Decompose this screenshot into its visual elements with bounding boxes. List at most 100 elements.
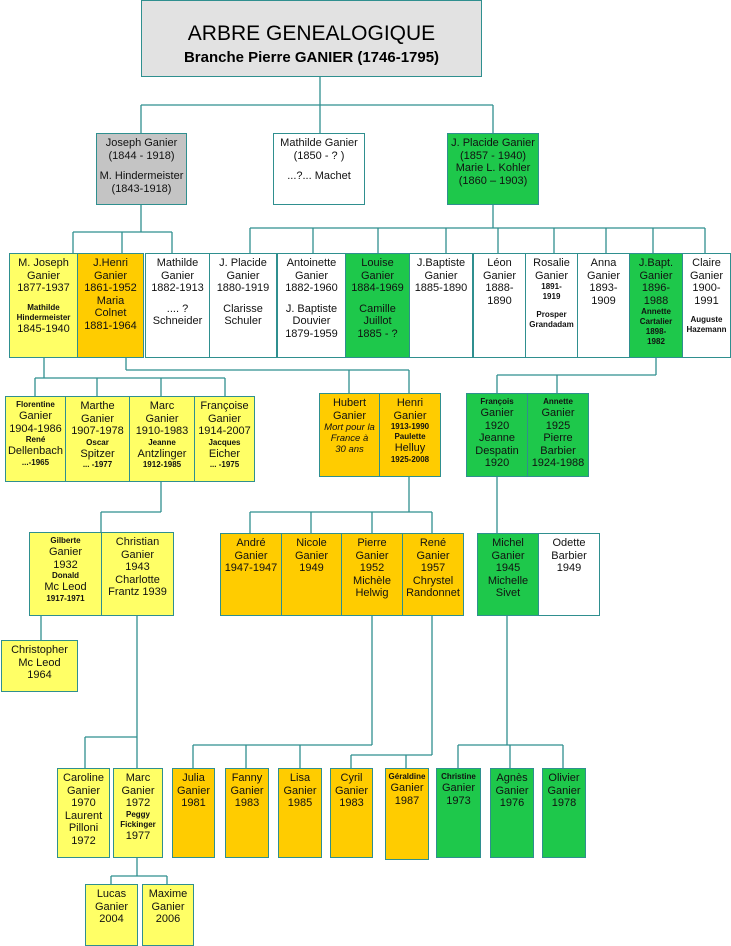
person-line: (1843-1918) bbox=[111, 182, 172, 195]
person-line: Ganier bbox=[48, 546, 83, 558]
person-line: Ganier bbox=[491, 549, 525, 562]
person-line: Helwig bbox=[355, 587, 389, 599]
person-box-placide1: J. Placide Ganier(1857 - 1940)Marie L. K… bbox=[447, 133, 539, 205]
person-line: Donald bbox=[51, 571, 80, 580]
person-line: 1885 - ? bbox=[357, 327, 398, 340]
person-line: Ganier bbox=[360, 269, 395, 282]
person-line: Michelle bbox=[487, 574, 529, 587]
person-line: 1949 bbox=[299, 562, 324, 574]
person-line: ...-1965 bbox=[21, 457, 50, 467]
person-line: 1881-1964 bbox=[84, 319, 137, 332]
person-line: 1985 bbox=[287, 797, 313, 809]
person-line: Géraldine bbox=[388, 772, 426, 781]
person-line: J. Placide bbox=[219, 257, 267, 269]
person-line: 1885-1890 bbox=[414, 282, 468, 294]
person-line: Ganier bbox=[207, 412, 242, 425]
person-line: Rosalie bbox=[533, 257, 570, 269]
person-line: 1907-1978 bbox=[71, 425, 124, 437]
person-line: Camille bbox=[359, 302, 396, 315]
person-line: Hubert bbox=[332, 397, 367, 409]
person-line: Ganier bbox=[639, 269, 673, 282]
person-line: Ganier bbox=[226, 269, 260, 282]
person-line: 1910-1983 bbox=[135, 425, 189, 437]
person-line: Ganier bbox=[689, 269, 724, 282]
person-line: Eicher bbox=[208, 447, 241, 460]
person-line: Jeanne bbox=[148, 437, 176, 447]
person-line: (1857 - 1940) bbox=[459, 149, 527, 162]
person-line: Odette bbox=[552, 537, 586, 549]
person-line: J.Bapt. bbox=[638, 257, 674, 269]
person-line: 1920 bbox=[484, 419, 510, 432]
person-line: 1976 bbox=[499, 797, 525, 809]
person-line: J.Baptiste bbox=[416, 257, 466, 269]
person-line bbox=[97, 162, 186, 170]
person-line: René bbox=[25, 435, 46, 444]
person-line: 1909 bbox=[591, 294, 616, 307]
person-line: Mc Leod bbox=[44, 581, 87, 593]
person-line: 1920 bbox=[484, 457, 510, 469]
person-line: Ganier bbox=[547, 784, 581, 797]
person-line: 1904-1986 bbox=[9, 422, 62, 435]
person-line: 1882-1960 bbox=[285, 282, 338, 294]
person-line: 1882-1913 bbox=[151, 282, 204, 294]
person-line: Chrystel bbox=[412, 574, 454, 587]
person-line: Caroline bbox=[63, 772, 104, 784]
person-line: M. Joseph bbox=[18, 257, 69, 269]
person-line: 1952 bbox=[359, 562, 385, 574]
person-line: Christine bbox=[441, 772, 476, 781]
person-line: 30 ans bbox=[335, 444, 364, 455]
person-line: Fickinger bbox=[120, 819, 156, 829]
person-line: 1983 bbox=[234, 797, 260, 809]
person-line: Ganier bbox=[355, 549, 389, 562]
person-line: Françoise bbox=[200, 400, 249, 412]
person-line: Marc bbox=[125, 772, 151, 784]
person-line: 1900- bbox=[692, 282, 721, 294]
person-line: 1973 bbox=[446, 794, 471, 807]
person-line: Ganier bbox=[534, 269, 569, 282]
person-line: 1972 bbox=[125, 797, 151, 809]
person-line: ...?... Machet bbox=[287, 170, 351, 182]
person-line: 1945 bbox=[495, 562, 521, 574]
person-line: René bbox=[419, 537, 447, 549]
person-line: Ganier bbox=[18, 410, 53, 422]
person-line: J. Baptiste bbox=[285, 302, 338, 315]
person-line: 1845-1940 bbox=[17, 322, 70, 335]
person-line: Claire bbox=[692, 257, 721, 269]
person-line: Douvier bbox=[292, 315, 331, 327]
person-line: Barbier bbox=[551, 549, 587, 562]
person-line: Marie L. Kohler bbox=[455, 162, 531, 174]
person-line bbox=[10, 295, 77, 303]
person-line: Lucas bbox=[96, 888, 127, 900]
person-line: André bbox=[236, 537, 266, 549]
person-line: Grandadam bbox=[529, 320, 574, 329]
person-line: Ganier bbox=[390, 782, 424, 794]
person-line: Jeanne bbox=[478, 432, 516, 444]
person-line bbox=[346, 295, 409, 303]
person-line: 1913-1990 bbox=[390, 422, 430, 431]
person-line bbox=[210, 295, 276, 303]
person-line: 1879-1959 bbox=[285, 327, 338, 340]
person-line: Charlotte bbox=[115, 573, 160, 586]
person-line: 1925 bbox=[545, 419, 571, 432]
person-line: J. Placide Ganier bbox=[451, 137, 535, 149]
person-line: Hindermeister bbox=[16, 312, 71, 322]
person-line: Ganier bbox=[176, 784, 211, 797]
person-line: Ganier bbox=[151, 900, 185, 913]
person-line: Ganier bbox=[26, 269, 61, 282]
person-line: Lisa bbox=[289, 772, 311, 784]
person-line: Ganier bbox=[586, 269, 621, 282]
person-line: 2006 bbox=[155, 913, 181, 925]
